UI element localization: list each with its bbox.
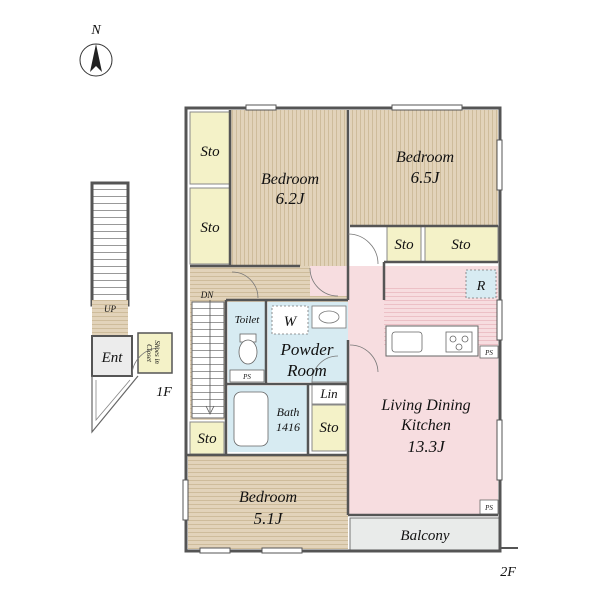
shoes-closet-label: Shoes in Closet	[145, 340, 161, 365]
bedroom-a-size: 6.2J	[276, 189, 306, 208]
pipe-space-kitchen	[479, 345, 499, 359]
bedroom-6-5j	[350, 110, 498, 226]
entrance-porch	[91, 375, 139, 434]
first-floor-landing	[92, 300, 128, 335]
toilet-bowl-icon	[238, 339, 258, 365]
floor-label-1f: 1F	[156, 385, 172, 400]
stove-icon	[445, 331, 473, 353]
entrance-label: Ent	[101, 350, 124, 366]
bedroom-5-1j	[188, 455, 348, 549]
toilet-label: Toilet	[235, 314, 261, 326]
ldk-name-line2: Kitchen	[400, 417, 451, 434]
ldk-name-line1: Living Dining	[380, 397, 470, 414]
bedroom-c-name: Bedroom	[239, 489, 297, 506]
storage-label-f: Sto	[319, 420, 339, 436]
second-floor-plan: Sto Sto Sto Sto Sto Sto Bedroom 6.2J Bed…	[182, 104, 518, 554]
ldk-size: 13.3J	[407, 437, 446, 456]
storage-closet-f	[311, 404, 347, 452]
stair-down-label: DN	[200, 290, 214, 300]
first-floor-block: UP Ent Shoes in Closet 1F	[90, 181, 173, 434]
pipe-space-label-b: PS	[484, 349, 493, 357]
storage-label-e: Sto	[197, 431, 217, 447]
refrigerator-space	[465, 269, 497, 299]
sink-basin-icon	[318, 310, 340, 324]
compass-needle-icon	[90, 44, 102, 72]
refrigerator-label: R	[476, 279, 486, 294]
storage-closet-e	[189, 421, 225, 455]
pipe-space-label-c: PS	[484, 504, 493, 512]
storage-label-c: Sto	[394, 237, 414, 253]
powder-room-line1: Powder	[280, 340, 334, 359]
second-floor-stairs	[192, 302, 224, 418]
compass: N	[79, 23, 113, 77]
storage-closet-c	[386, 225, 422, 263]
stair-up-label: UP	[104, 304, 116, 314]
washer-label: W	[284, 314, 298, 330]
windows	[182, 104, 503, 554]
pipe-space-label-a: PS	[242, 373, 251, 381]
bath-name: Bath	[277, 405, 300, 419]
balcony	[349, 517, 501, 551]
pipe-space-toilet	[229, 369, 265, 383]
floor-label-2f: 2F	[500, 565, 516, 580]
linen-closet	[311, 381, 347, 405]
storage-closet-a	[189, 111, 231, 185]
bathtub-icon	[233, 391, 269, 447]
linen-label: Lin	[319, 386, 337, 401]
bedroom-b-size: 6.5J	[411, 168, 441, 187]
compass-label: N	[90, 23, 101, 38]
powder-room-line2: Room	[286, 361, 327, 380]
door-swings	[231, 233, 379, 383]
storage-label-a: Sto	[200, 144, 220, 160]
storage-label-d: Sto	[451, 237, 471, 253]
storage-label-b: Sto	[200, 220, 220, 236]
entrance-door-swing	[131, 347, 161, 377]
bedroom-a-name: Bedroom	[261, 171, 319, 188]
first-floor-stairs	[92, 183, 128, 305]
washer-space	[271, 305, 309, 335]
bedroom-c-size: 5.1J	[254, 509, 284, 528]
balcony-label: Balcony	[400, 528, 449, 544]
kitchen-sink-icon	[391, 331, 423, 353]
bedroom-6-2j	[230, 110, 348, 266]
bath-size: 1416	[276, 420, 300, 434]
entrance	[91, 335, 133, 377]
interior-walls	[186, 110, 498, 517]
bedroom-b-name: Bedroom	[396, 149, 454, 166]
